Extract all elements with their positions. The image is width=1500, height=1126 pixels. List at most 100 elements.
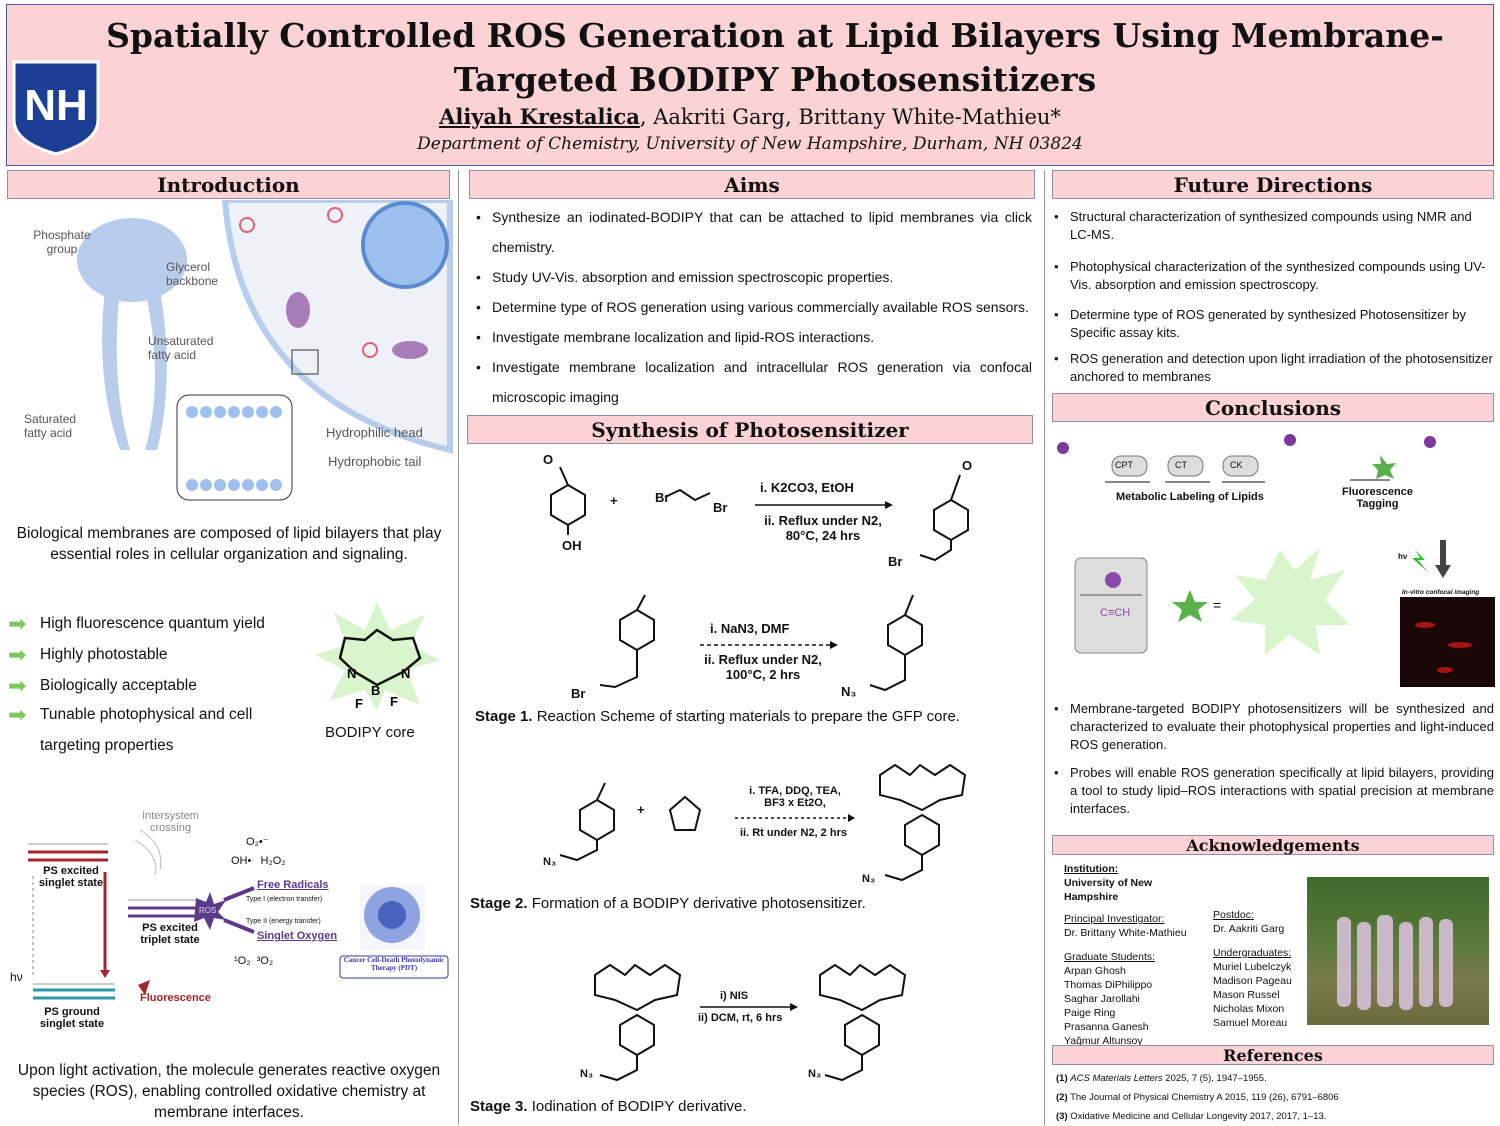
confocal-label: In-vitro confocal imaging — [1402, 589, 1480, 596]
reaction3-condition: ii. Rt under N2, 2 hrs — [740, 827, 847, 839]
label-unsaturated: Unsaturated fatty acid — [148, 334, 214, 362]
reference-item: (2) The Journal of Physical Chemistry A … — [1056, 1092, 1339, 1103]
singlet-oxygen-label: Singlet Oxygen — [257, 930, 338, 942]
section-references: References — [1052, 1045, 1494, 1065]
future-item: Structural characterization of synthesiz… — [1050, 208, 1495, 244]
fluorescence-label: Fluorescence — [140, 992, 211, 1004]
aim-item: Synthesize an iodinated-BODIPY that can … — [472, 202, 1032, 262]
bodipy-core-label: BODIPY core — [325, 724, 415, 741]
group-photo — [1307, 877, 1489, 1025]
feature-item: ➡ Biologically acceptable — [8, 670, 298, 701]
arrow-icon: ➡ — [8, 641, 27, 667]
type2-label: Type II (energy transfer) — [246, 918, 321, 925]
feature-label: Tunable photophysical and cell targeting… — [40, 706, 253, 754]
atom-o: O — [962, 458, 973, 473]
arrow-icon: ➡ — [8, 610, 27, 636]
reaction3-condition: i. TFA, DDQ, TEA, BF3 x Et2O, — [749, 785, 841, 809]
jablonski-diagram — [0, 800, 455, 1050]
reaction1-condition: ii. Reflux under N2, 80°C, 24 hrs — [764, 513, 882, 543]
feature-label: Biologically acceptable — [40, 676, 197, 694]
section-introduction: Introduction — [7, 170, 450, 199]
enzyme-cpt: CPT — [1115, 460, 1133, 470]
atom-o: O — [543, 452, 554, 467]
label-phosphate: Phosphate group — [33, 228, 91, 256]
label-saturated: Saturated fatty acid — [24, 412, 77, 440]
ack-left: Institution:University of New Hampshire … — [1064, 863, 1187, 1047]
svg-text:=: = — [1213, 597, 1221, 613]
ros-label: ROS — [199, 906, 217, 915]
svg-text:NH: NH — [24, 81, 88, 130]
section-synthesis: Synthesis of Photosensitizer — [467, 415, 1033, 444]
reaction4-condition: i) NIS — [720, 990, 749, 1002]
free-radicals-label: Free Radicals — [257, 879, 329, 891]
stage2-caption: Stage 2. Formation of a BODIPY derivativ… — [470, 895, 866, 912]
isc-label: Intersystem crossing — [142, 810, 199, 834]
presenting-author: Aliyah Krestalica — [439, 104, 640, 129]
atom-n3: N₃ — [543, 856, 557, 868]
feature-item: ➡ High fluorescence quantum yield — [8, 608, 298, 639]
arrow-icon: ➡ — [8, 702, 27, 727]
reaction1-condition: i. K2CO3, EtOH — [760, 480, 854, 495]
atom-n3: N₃ — [580, 1068, 594, 1080]
feature-label: High fluorescence quantum yield — [40, 614, 265, 632]
column-divider — [1044, 170, 1045, 1125]
section-aims: Aims — [469, 170, 1035, 199]
label-hydrophobic: Hydrophobic tail — [328, 454, 422, 469]
t1-label: PS excited triplet state — [140, 922, 200, 946]
metabolic-label: Metabolic Labeling of Lipids — [1116, 491, 1264, 503]
s1-label: PS excited singlet state — [38, 865, 104, 889]
radical-species-label: OH• H₂O₂ — [231, 855, 286, 867]
aim-item: Determine type of ROS generation using v… — [472, 292, 1032, 322]
enzyme-ck: CK — [1230, 460, 1243, 470]
reaction4-condition: ii) DCM, rt, 6 hrs — [698, 1012, 783, 1024]
conclusions-figure: = — [1057, 434, 1495, 687]
reference-item: (1) ACS Materials Letters 2025, 7 (5), 1… — [1056, 1073, 1267, 1084]
svg-text:N: N — [347, 666, 356, 681]
conclusions-list: Membrane-targeted BODIPY photosensitizer… — [1050, 700, 1494, 818]
superoxide-label: O₂•⁻ — [246, 836, 269, 848]
authors: Aliyah Krestalica, Aakriti Garg, Brittan… — [100, 104, 1400, 129]
hv-label: hν — [10, 970, 23, 984]
aim-item: Investigate membrane localization and li… — [472, 322, 1032, 352]
svg-text:F: F — [355, 696, 363, 710]
other-authors: , Aakriti Garg, Brittany White-Mathieu* — [639, 105, 1061, 129]
aim-item: Study UV-Vis. absorption and emission sp… — [472, 262, 1032, 292]
feature-list: ➡ High fluorescence quantum yield ➡ Highly… — [8, 608, 298, 761]
feature-item: ➡ Highly photostable — [8, 639, 298, 670]
atom-br: Br — [713, 500, 728, 515]
feature-item: ➡ Tunable photophysical and cell targetin… — [8, 701, 298, 761]
label-glycerol: Glycerol backbone — [166, 260, 219, 288]
svg-text:F: F — [390, 694, 398, 709]
intro-text: Biological membranes are composed of lip… — [16, 525, 442, 563]
department: Department of Chemistry, University of N… — [417, 134, 1083, 154]
future-item: ROS generation and detection upon light … — [1050, 350, 1495, 386]
aim-item: Investigate membrane localization and in… — [472, 352, 1032, 412]
membrane-diagram — [10, 197, 455, 505]
synthesis-schemes — [550, 466, 969, 1082]
stage1-caption: Stage 1. Reaction Scheme of starting mat… — [475, 708, 960, 725]
section-future-directions: Future Directions — [1052, 170, 1494, 199]
intro-text-2: Upon light activation, the molecule gene… — [17, 1062, 441, 1121]
plus-sign: + — [610, 493, 618, 508]
unh-logo: NH — [12, 60, 100, 156]
poster-title: Spatially Controlled ROS Generation at L… — [106, 16, 1444, 99]
conclusion-item: Membrane-targeted BODIPY photosensitizer… — [1050, 700, 1494, 754]
reaction2-condition: ii. Reflux under N2, 100°C, 2 hrs — [704, 652, 822, 682]
arrow-icon: ➡ — [8, 672, 27, 698]
tagging-label: Fluorescence Tagging — [1342, 486, 1413, 510]
aims-list: Synthesize an iodinated-BODIPY that can … — [472, 202, 1032, 412]
stage3-caption: Stage 3. Iodination of BODIPY derivative… — [470, 1098, 747, 1115]
reference-item: (3) Oxidative Medicine and Cellular Long… — [1056, 1111, 1327, 1122]
feature-label: Highly photostable — [40, 645, 168, 663]
svg-text:N: N — [401, 666, 410, 681]
atom-oh: OH — [562, 538, 582, 553]
atom-n3: N₃ — [862, 873, 876, 885]
future-item: Photophysical characterization of the sy… — [1050, 258, 1495, 294]
section-acknowledgements: Acknowledgements — [1052, 835, 1494, 855]
s0-label: PS ground singlet state — [39, 1006, 105, 1030]
section-conclusions: Conclusions — [1052, 393, 1494, 422]
atom-br: Br — [571, 686, 586, 701]
atom-br: Br — [655, 490, 670, 505]
column-divider — [458, 170, 459, 1125]
